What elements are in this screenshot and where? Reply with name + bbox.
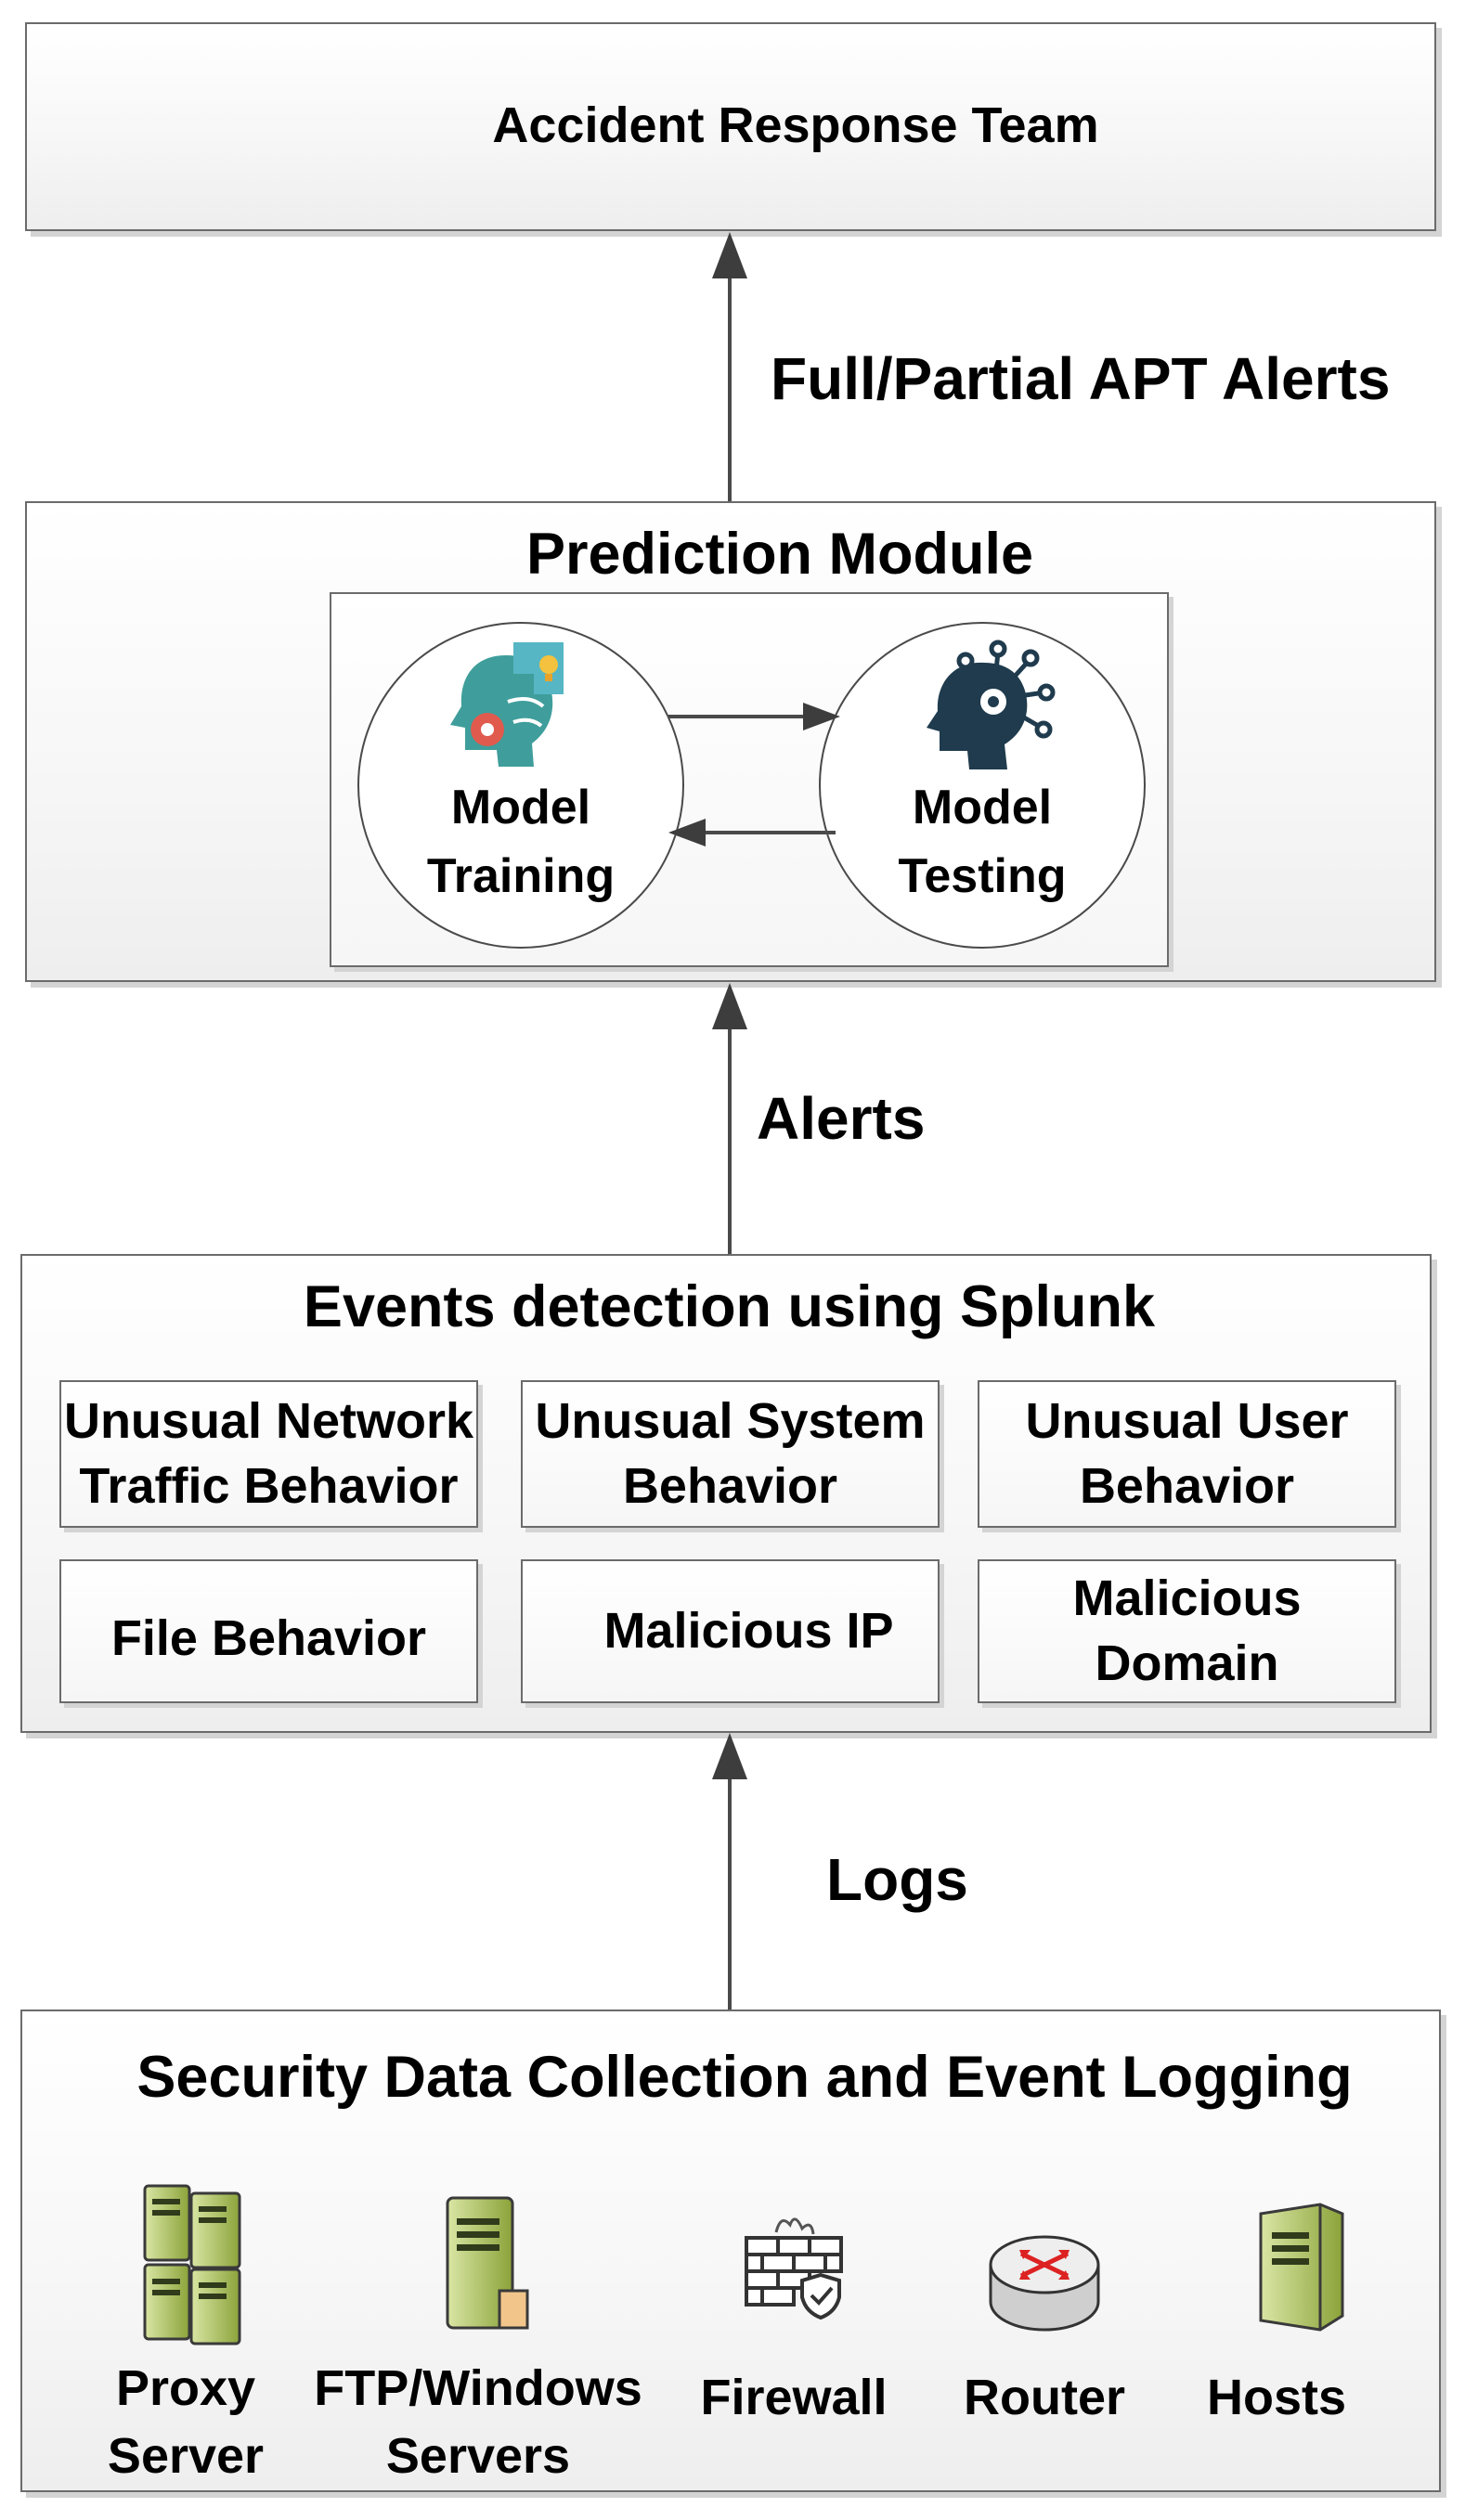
response-team-box [25,22,1436,231]
event-malicious-ip[interactable]: Malicious IP [521,1559,940,1703]
device-label-firewall: Firewall [700,2370,888,2425]
full-partial-alerts-label: Full/Partial APT Alerts [771,345,1391,412]
model-testing-node[interactable]: Model Testing [819,622,1146,949]
device-label-hosts: Hosts [1206,2370,1347,2425]
event-unusual-system-line2: Behavior [622,1457,838,1514]
arrow-to-prediction-line [728,1026,732,1254]
model-training-label-2: Training [426,849,616,903]
alerts-label: Alerts [757,1085,926,1152]
collection-box [20,2010,1441,2492]
proxy-label-line1: Proxy [115,2360,256,2416]
ftp-label-line1: FTP/Windows [314,2360,642,2416]
model-training-node[interactable]: Model Training [357,622,684,949]
event-unusual-user-line2: Behavior [1079,1457,1295,1514]
arrow-to-prediction-head [712,983,747,1029]
proxy-label-line2: Server [107,2427,265,2484]
router-icon [989,2235,1100,2332]
firewall-icon [745,2217,843,2320]
arrow-to-events-line [728,1776,732,2010]
event-unusual-network-line2: Traffic Behavior [79,1457,459,1514]
logs-label: Logs [826,1846,968,1913]
events-detection-title: Events detection using Splunk [303,1274,1156,1339]
event-unusual-network-line1: Unusual Network [63,1393,474,1450]
arrow-to-response-line [728,275,732,501]
brain-gears-icon [450,642,564,767]
event-unusual-user-line1: Unusual User [1025,1393,1349,1450]
arrow-to-events-head [712,1733,747,1779]
arrow-to-response-head [712,232,747,278]
model-testing-label-2: Testing [898,849,1067,903]
host-icon [1259,2203,1344,2332]
prediction-module-title: Prediction Module [525,522,1034,587]
server-stack-icon [143,2184,241,2346]
model-testing-label-1: Model [912,781,1053,834]
model-training-label-1: Model [450,781,591,834]
ai-head-icon [927,640,1056,769]
event-malicious-domain-line2: Domain [1095,1635,1279,1691]
server-tower-icon [446,2196,529,2330]
device-label-proxy-server: Proxy Server [93,2355,279,2490]
event-file-behavior-label: File Behavior [110,1609,427,1666]
training-to-testing-arrow [668,703,840,730]
event-malicious-domain-line1: Malicious [1072,1570,1302,1627]
device-label-router: Router [964,2370,1125,2425]
response-team-title: Accident Response Team [492,97,1099,153]
device-label-ftp-windows: FTP/Windows Servers [306,2355,650,2490]
event-malicious-ip-label: Malicious IP [603,1602,894,1659]
collection-title: Security Data Collection and Event Loggi… [136,2045,1353,2110]
ftp-label-line2: Servers [385,2427,571,2484]
testing-to-training-arrow [668,819,836,846]
event-unusual-system-line1: Unusual System [535,1393,926,1450]
event-file-behavior[interactable]: File Behavior [59,1559,478,1703]
